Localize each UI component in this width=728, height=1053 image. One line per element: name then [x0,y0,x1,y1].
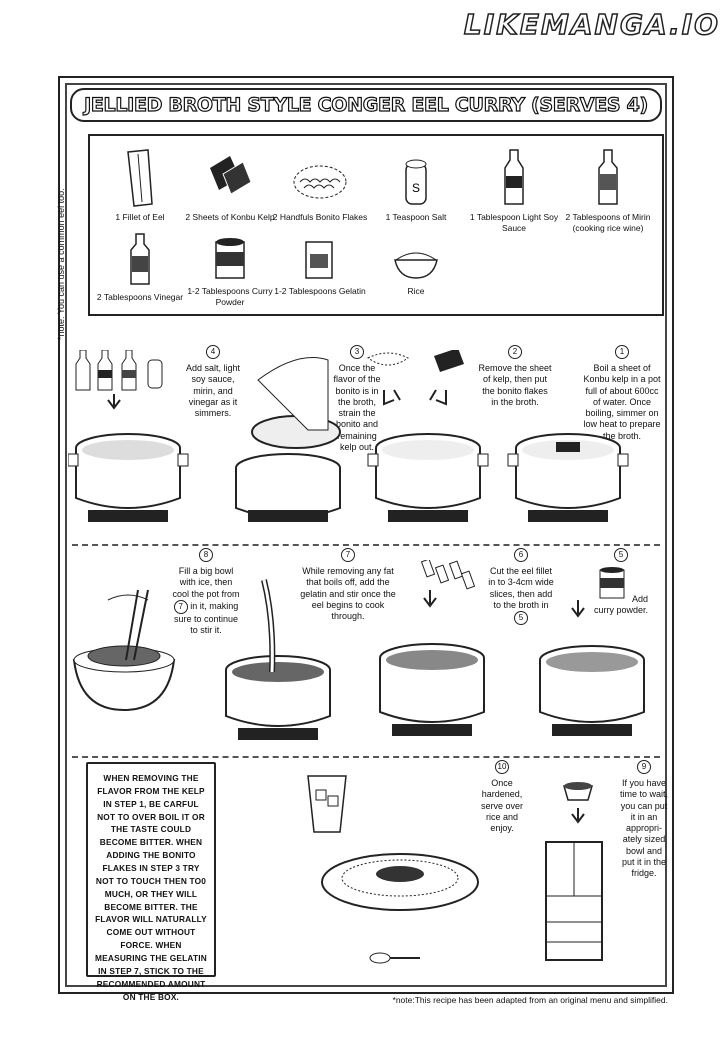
ingredient-label: 1 Fillet of Eel [115,212,165,222]
step-8: 8 Fill a big bowl with ice, then cool th… [172,548,240,636]
bonito-flakes-icon [293,165,347,199]
step-text: Cut the eel fillet in to 3-4cm wide slic… [488,566,554,610]
step-1: 1 Boil a sheet of Konbu kelp in a pot fu… [582,345,662,442]
step-text: Remove the sheet of kelp, then put the b… [478,363,552,407]
curry-powder-can-icon [215,238,245,279]
svg-text:S: S [412,181,420,195]
recipe-title-banner: JELLIED BROTH STYLE CONGER EEL CURRY (SE… [70,88,662,122]
step-2: 2 Remove the sheet of kelp, then put the… [478,345,552,408]
arrows-bonito-kelp-icon [367,350,464,406]
step-7: 7 While removing any fat that boils off,… [298,548,398,622]
site-watermark: LIKEMANGA.IO [463,7,720,42]
step-number: 7 [341,548,355,562]
step-number: 4 [206,345,220,359]
tip-text: WHEN REMOVING THE FLAVOR FROM THE KELP I… [95,773,207,1002]
step-9: 9 If you have time to wait, you can put … [620,760,668,879]
step-reference: 7 [173,599,188,614]
eel-fillet-icon [127,149,153,207]
step-text: in it, making sure to continue to stir i… [173,600,239,635]
water-glass-icon [307,775,347,833]
salt-shaker-icon: S [405,159,427,205]
pot-step4-icon [68,433,189,522]
step-text: Once the flavor of the bonito is in the … [333,363,381,452]
curry-powder-can-icon [599,567,625,599]
ingredient-label: 1 Tablespoon Light Soy Sauce [469,212,559,233]
step-4: 4 Add salt, light soy sauce, mirin, and … [180,345,246,419]
pot-step5-icon [539,600,645,736]
ingredient-item: 1 Fillet of Eel [92,148,188,223]
row3-serving-illustrations [307,775,603,964]
step-number: 9 [637,760,651,774]
step-text: Add curry powder. [593,594,649,616]
step-reference: 5 [514,611,528,625]
step-number: 2 [508,345,522,359]
gelatin-box-icon [305,241,333,279]
ingredient-item: 2 Tablespoons Vinegar [92,232,188,303]
ingredient-item: 1-2 Tablespoons Gelatin [272,236,368,297]
pot-step2-icon [367,433,489,522]
refrigerator-icon [545,841,603,961]
small-bowl-icon [563,782,593,824]
ingredient-item: S 1 Teaspoon Salt [368,148,464,223]
step-10: 10 Once hardened, serve over rice and en… [476,760,528,834]
step-number: 5 [614,548,628,562]
ice-bowl-icon [72,589,176,712]
spoon-icon [369,952,420,964]
rice-bowl-icon [394,252,438,279]
pot-strainer-step3-icon [235,357,341,522]
recipe-adaptation-note: *note:This recipe has been adapted from … [392,995,668,1005]
ingredient-label: 1-2 Tablespoons Curry Powder [187,286,273,307]
step-6: 6 Cut the eel fillet in to 3-4cm wide sl… [486,548,556,625]
ingredient-item: 2 Tablespoons of Mirin (cooking rice win… [560,148,656,233]
row2-cooking-illustrations [72,560,645,740]
step-number: 6 [514,548,528,562]
step-number: 3 [350,345,364,359]
ingredient-label: 2 Handfuls Bonito Flakes [272,212,368,222]
condiment-bottles-icon [75,350,163,410]
step-5: 5 Add curry powder. [586,548,656,617]
soy-sauce-bottle-icon [504,149,524,205]
curry-over-rice-plate-icon [321,853,479,911]
step-text: Add salt, light soy sauce, mirin, and vi… [185,363,241,418]
pot-step6-icon [379,643,485,736]
step-text: If you have time to wait, you can put it… [620,778,669,878]
step-text: Fill a big bowl with ice, then cool the … [172,566,240,599]
ingredients-panel: 1 Fillet of Eel 2 Sheets of Konbu Kelp 2… [88,134,664,316]
row-divider [72,544,660,546]
cooking-tips-box: WHEN REMOVING THE FLAVOR FROM THE KELP I… [86,762,216,1002]
ingredient-label: 2 Tablespoons of Mirin (cooking rice win… [565,212,651,233]
ingredient-item: 2 Handfuls Bonito Flakes [272,148,368,223]
recipe-page-frame [58,76,674,994]
eel-substitute-note: *note: You can use a common eel too. [56,188,66,340]
ingredient-item: 1 Tablespoon Light Soy Sauce [466,148,562,233]
ingredient-label: 1 Teaspoon Salt [385,212,447,222]
step-text: Once hardened, serve over rice and enjoy… [480,778,524,833]
ingredient-item: 1-2 Tablespoons Curry Powder [182,236,278,307]
ingredient-item: 2 Sheets of Konbu Kelp [182,148,278,223]
ingredient-label: 2 Sheets of Konbu Kelp [185,212,275,222]
eel-slices-icon [420,560,476,608]
mirin-bottle-icon [598,149,618,205]
recipe-title: JELLIED BROTH STYLE CONGER EEL CURRY (SE… [84,93,649,116]
step-text: While removing any fat that boils off, a… [300,566,396,621]
pot-step7-icon [225,579,331,740]
ingredient-item: Rice [368,246,464,297]
step-number: 10 [495,760,509,774]
step-number: 1 [615,345,629,359]
ingredient-label: 1-2 Tablespoons Gelatin [274,286,366,296]
row-divider [72,756,660,758]
step-text: Boil a sheet of Konbu kelp in a pot full… [583,363,661,441]
pot-step1-icon [507,433,629,522]
vinegar-bottle-icon [130,233,150,285]
step-3: 3 Once the flavor of the bonito is in th… [328,345,386,453]
step-number: 8 [199,548,213,562]
kelp-sheets-icon [210,156,252,195]
row1-cooking-illustrations [68,350,629,522]
ingredient-label: 2 Tablespoons Vinegar [96,292,184,302]
ingredient-label: Rice [407,286,425,296]
